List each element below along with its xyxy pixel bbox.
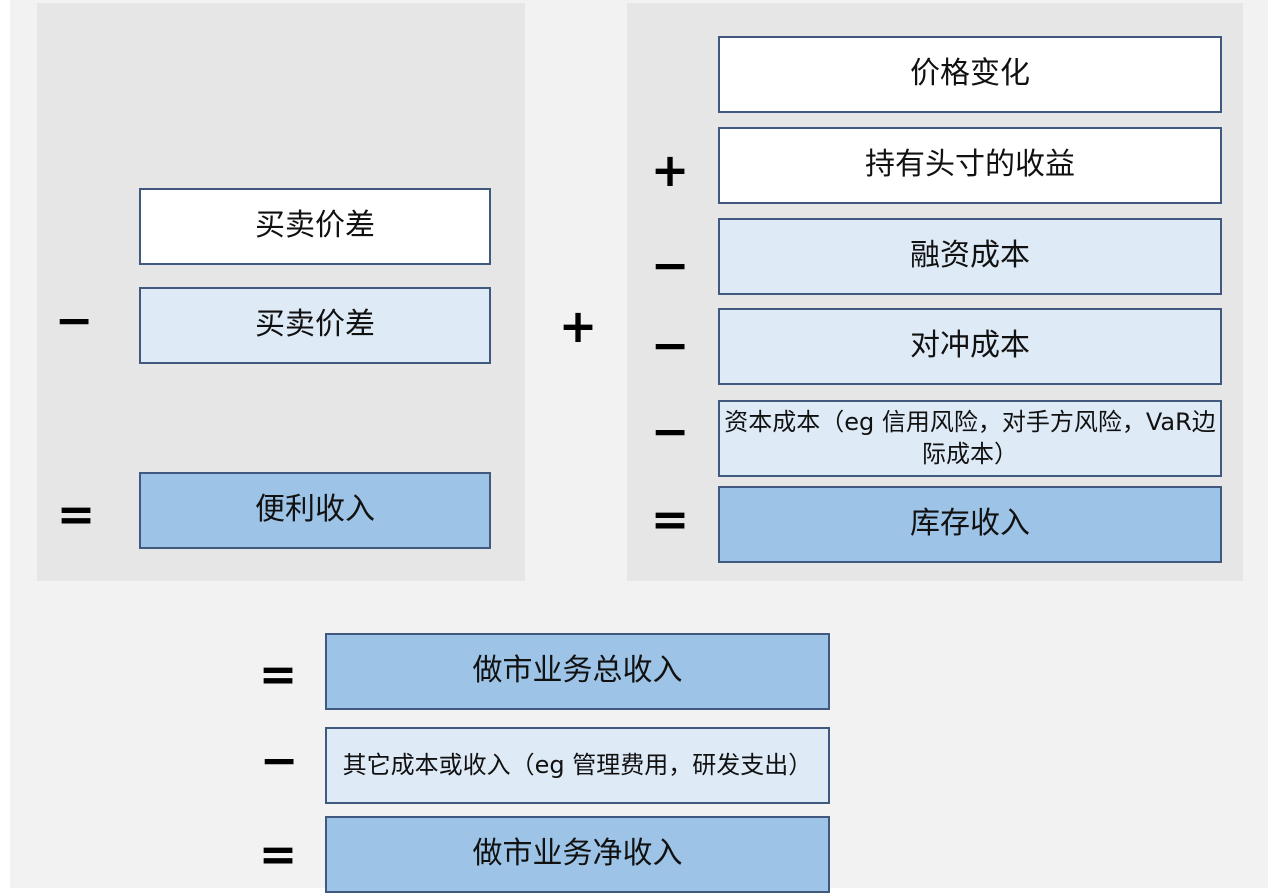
bid-ask-spread-box-2: 买卖价差 <box>139 287 491 364</box>
hedging-cost-box: 对冲成本 <box>718 308 1222 385</box>
inventory-income-box: 库存收入 <box>718 486 1222 563</box>
equals-operator: = <box>258 647 298 701</box>
gross-market-making-income-box: 做市业务总收入 <box>325 633 830 710</box>
other-costs-box: 其它成本或收入（eg 管理费用，研发支出） <box>325 727 830 804</box>
equals-operator: = <box>650 492 690 546</box>
plus-operator: + <box>558 299 598 353</box>
convenience-income-box: 便利收入 <box>139 472 491 549</box>
capital-cost-box: 资本成本（eg 信用风险，对手方风险，VaR边际成本） <box>718 400 1222 477</box>
minus-operator: − <box>650 404 690 458</box>
minus-operator: − <box>54 293 94 347</box>
position-carry-box: 持有头寸的收益 <box>718 127 1222 204</box>
equals-operator: = <box>56 487 96 541</box>
minus-operator: − <box>650 238 690 292</box>
funding-cost-box: 融资成本 <box>718 218 1222 295</box>
equals-operator: = <box>258 827 298 881</box>
bid-ask-spread-box: 买卖价差 <box>139 188 491 265</box>
net-market-making-income-box: 做市业务净收入 <box>325 816 830 893</box>
price-change-box: 价格变化 <box>718 36 1222 113</box>
minus-operator: − <box>650 318 690 372</box>
minus-operator: − <box>259 733 299 787</box>
plus-operator: + <box>650 143 690 197</box>
